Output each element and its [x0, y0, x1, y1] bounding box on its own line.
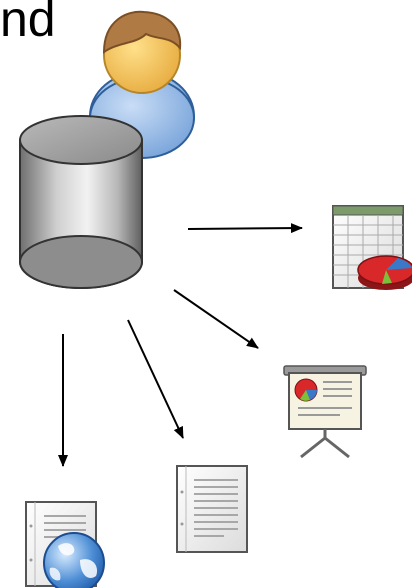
- arrows: [58, 223, 303, 467]
- presentation-icon: [283, 365, 367, 459]
- spreadsheet-chart-icon: [332, 205, 412, 290]
- arrow-to-document: [127, 319, 184, 439]
- database-icon: [19, 115, 143, 289]
- arrow-to-spreadsheet: [187, 223, 303, 234]
- web-document-icon: [25, 501, 105, 588]
- document-icon: [176, 465, 248, 553]
- title-fragment: nd: [0, 0, 56, 47]
- arrow-to-presentation: [173, 289, 259, 349]
